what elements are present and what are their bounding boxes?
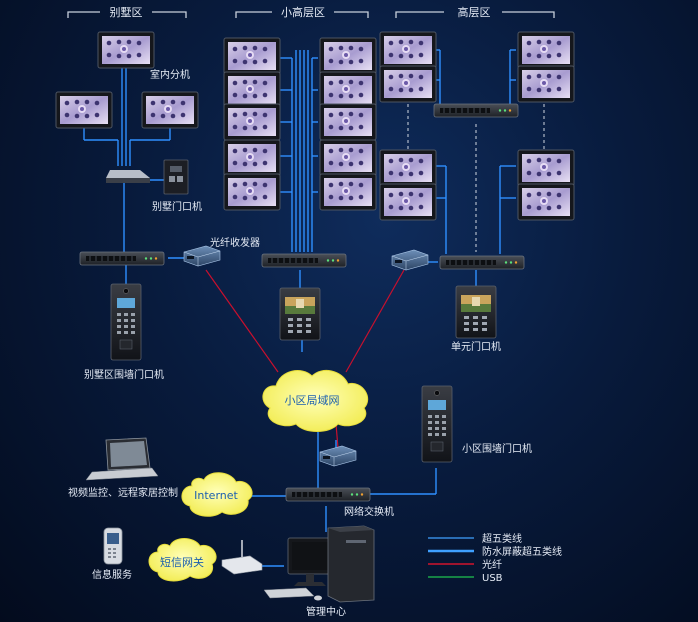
highrise-monitor — [517, 149, 575, 187]
highrise-monitor — [379, 31, 437, 69]
legend-label-cat5: 超五类线 — [482, 532, 522, 545]
fiber-cables — [205, 269, 405, 449]
fiber-transceiver-right — [391, 249, 429, 271]
mobile-phone — [103, 527, 123, 565]
community-wall-unit-label: 小区围墙门口机 — [462, 442, 532, 455]
villa-door-station — [163, 159, 189, 195]
midrise-door-station — [279, 287, 321, 341]
villa-wall-door-station — [110, 283, 142, 361]
core-network-switch — [285, 487, 371, 502]
midrise-monitor — [319, 103, 377, 141]
legend: 超五类线 防水屏蔽超五类线 光纤 USB — [428, 532, 562, 584]
unit-door-unit-label: 单元门口机 — [451, 340, 501, 353]
highrise-monitor — [517, 31, 575, 69]
highrise-floor-switch — [433, 103, 519, 118]
zone-highrise-label: 高层区 — [458, 5, 491, 19]
midrise-monitor — [223, 139, 281, 177]
villa-router — [106, 170, 150, 183]
sms-gateway-cloud: 短信网关 — [148, 538, 217, 582]
community-lan-cloud: 小区局域网 — [262, 369, 369, 432]
midrise-monitor — [223, 71, 281, 109]
fiber-transceiver-label: 光纤收发器 — [210, 236, 260, 249]
highrise-monitor — [517, 65, 575, 103]
midrise-monitor — [223, 173, 281, 211]
highrise-switch — [439, 255, 525, 270]
legend-label-fiber: 光纤 — [482, 558, 502, 571]
internet-label: Internet — [194, 489, 238, 502]
villa-switch — [79, 251, 165, 266]
management-center-label: 管理中心 — [306, 605, 346, 618]
highrise-monitor — [379, 65, 437, 103]
villa-door-unit-label: 别墅门口机 — [152, 200, 202, 213]
unit-door-station — [455, 285, 497, 339]
network-switch-label: 网络交换机 — [344, 505, 394, 518]
community-lan-label: 小区局域网 — [285, 394, 340, 407]
midrise-monitor — [319, 173, 377, 211]
laptop — [85, 437, 159, 481]
management-pc — [263, 525, 375, 603]
zone-midrise-label: 小高层区 — [281, 5, 325, 19]
info-service-label: 信息服务 — [92, 568, 132, 581]
core-fiber-transceiver — [319, 445, 357, 467]
villa-indoor-monitor — [97, 31, 155, 69]
video-monitor-label: 视频监控、远程家居控制 — [68, 486, 178, 499]
cat5-cables — [83, 49, 516, 567]
midrise-monitor — [319, 139, 377, 177]
midrise-monitor — [223, 37, 281, 75]
internet-cloud: Internet — [181, 472, 253, 517]
fiber-transceiver-left — [183, 245, 221, 267]
midrise-switch — [261, 253, 347, 268]
riser-dashed — [407, 104, 545, 252]
indoor-unit-label: 室内分机 — [150, 68, 190, 81]
villa-wall-unit-label: 别墅区围墙门口机 — [84, 368, 164, 381]
midrise-monitor — [223, 103, 281, 141]
highrise-monitor — [517, 183, 575, 221]
zone-villa-label: 别墅区 — [110, 6, 143, 19]
villa-indoor-monitor — [55, 91, 113, 129]
sms-modem — [221, 540, 263, 575]
sms-gateway-label: 短信网关 — [160, 555, 204, 569]
midrise-monitor — [319, 37, 377, 75]
legend-label-usb: USB — [482, 573, 503, 584]
legend-label-shielded: 防水屏蔽超五类线 — [482, 545, 562, 558]
zone-brackets — [67, 11, 555, 18]
villa-indoor-monitor — [141, 91, 199, 129]
midrise-monitor — [319, 71, 377, 109]
highrise-monitor — [379, 183, 437, 221]
community-wall-door-station — [421, 385, 453, 463]
highrise-monitor — [379, 149, 437, 187]
